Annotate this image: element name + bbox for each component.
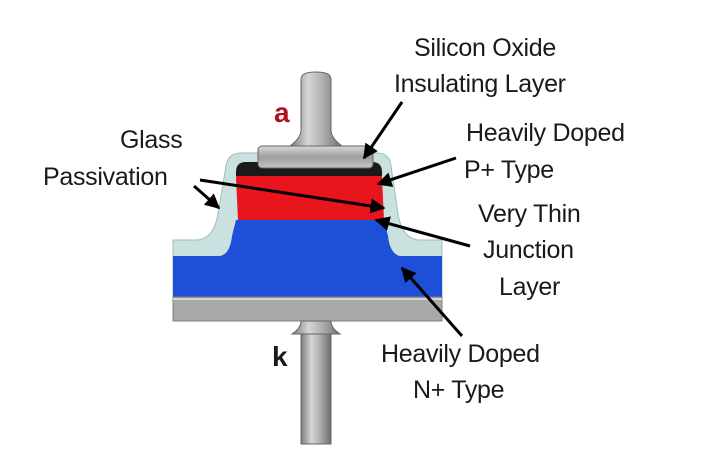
glass-passivation-arrow	[193, 184, 221, 210]
cathode-base-plate	[172, 296, 443, 322]
glass-label-line1: Glass	[120, 126, 182, 154]
glass-label-line2: Passivation	[43, 163, 168, 191]
p-type-arrow	[376, 156, 457, 187]
p-type-region	[236, 168, 384, 220]
cathode-lead-stem	[300, 333, 332, 445]
junction-label-line3: Layer	[499, 273, 560, 301]
anode-lead	[288, 71, 344, 147]
n-type-arrow	[400, 266, 464, 337]
silicon-oxide-label-line2: Insulating Layer	[394, 70, 566, 98]
junction-label-line1: Very Thin	[478, 200, 580, 228]
anode-contact-cap	[257, 145, 374, 169]
anode-label: a	[274, 97, 290, 128]
junction-arrow	[374, 216, 471, 248]
p-type-label-line1: Heavily Doped	[466, 119, 625, 147]
cathode-label: k	[272, 341, 288, 372]
junction-label-line2: Junction	[483, 236, 574, 264]
p-type-label-line2: P+ Type	[464, 156, 554, 184]
junction-arrow-from-glass	[199, 178, 386, 214]
n-type-label-line2: N+ Type	[413, 376, 504, 404]
n-type-region	[173, 220, 442, 297]
n-type-label-line1: Heavily Doped	[381, 340, 540, 368]
silicon-oxide-label-line1: Silicon Oxide	[414, 34, 556, 62]
silicon-oxide-arrow	[362, 101, 404, 160]
